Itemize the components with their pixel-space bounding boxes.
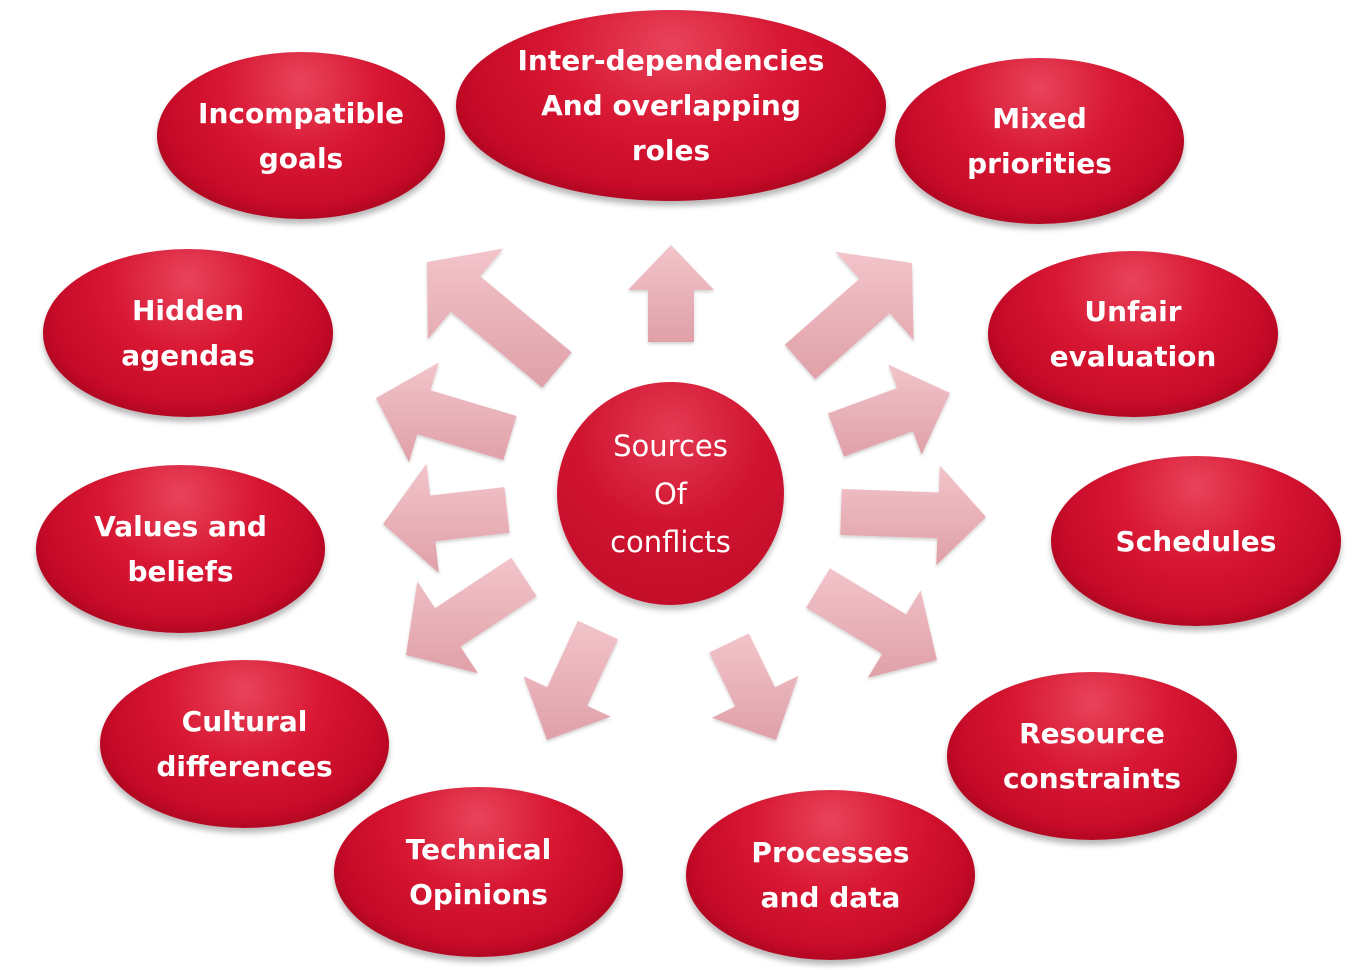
center-label: Sources Of conflicts (610, 428, 731, 559)
source-schedules: Schedules (1051, 456, 1341, 626)
source-label: Incompatible goals (198, 96, 404, 175)
source-resource-constraints: Resource constraints (947, 672, 1237, 840)
source-technical-opinions: Technical Opinions (334, 787, 623, 957)
source-processes-and-data: Processes and data (686, 790, 975, 960)
source-label: Mixed priorities (967, 102, 1112, 180)
source-label: Technical Opinions (405, 833, 552, 911)
source-label: Schedules (1115, 524, 1277, 558)
arrow-to-values-and-beliefs (383, 463, 510, 573)
source-mixed-priorities: Mixed priorities (895, 58, 1184, 224)
center-topic: Sources Of conflicts (557, 382, 784, 605)
arrow-to-unfair-evaluation (828, 364, 950, 457)
source-label: Unfair evaluation (1049, 295, 1217, 373)
source-label: Resource constraints (1002, 717, 1182, 795)
source-label: Inter-dependencies And overlapping roles (517, 44, 825, 167)
source-cultural-differences: Cultural differences (100, 660, 389, 828)
source-label: Values and beliefs (94, 510, 267, 588)
arrow-to-inter-dependencies (628, 245, 714, 342)
source-inter-dependencies: Inter-dependencies And overlapping roles (456, 10, 886, 201)
source-label: Hidden agendas (121, 294, 255, 372)
source-label: Processes and data (751, 836, 910, 914)
arrow-to-hidden-agendas (376, 362, 517, 463)
arrow-to-technical-opinions (523, 620, 618, 740)
source-unfair-evaluation: Unfair evaluation (988, 251, 1278, 417)
arrow-to-resource-constraints (806, 568, 937, 678)
source-hidden-agendas: Hidden agendas (43, 249, 333, 417)
source-incompatible-goals: Incompatible goals (157, 52, 445, 219)
arrow-to-cultural-differences (406, 557, 537, 674)
arrow-to-schedules (840, 465, 986, 566)
arrow-to-mixed-priorities (784, 251, 914, 380)
arrow-to-processes-and-data (709, 633, 799, 740)
source-label: Cultural differences (156, 705, 333, 783)
arrow-to-incompatible-goals (427, 248, 572, 388)
source-values-and-beliefs: Values and beliefs (36, 465, 325, 633)
